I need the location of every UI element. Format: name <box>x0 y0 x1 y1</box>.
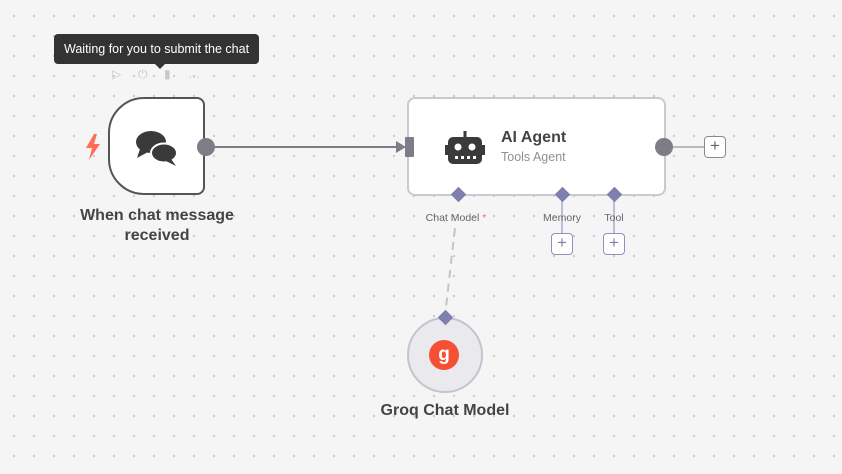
more-icon[interactable]: … <box>188 67 200 81</box>
memory-port-label: Memory <box>543 212 581 224</box>
agent-title: AI Agent <box>501 129 567 146</box>
tool-port-label: Tool <box>604 212 624 224</box>
status-tooltip: Waiting for you to submit the chat <box>54 34 260 64</box>
add-tool-button[interactable]: + <box>603 233 625 255</box>
groq-logo: g <box>429 340 459 370</box>
chat-model-port-text: Chat Model <box>425 212 480 224</box>
lightning-bolt-icon <box>86 134 100 160</box>
node-hover-toolbar: ▷ ⏻ ▮ … <box>108 66 208 82</box>
groq-chat-model-label: Groq Chat Model <box>380 402 510 419</box>
agent-output-handle[interactable] <box>655 138 673 156</box>
connection-groq-to-chat-model[interactable] <box>444 227 456 317</box>
chat-trigger-label-line1: When chat message <box>80 207 234 224</box>
connection-arrowhead <box>396 141 406 153</box>
agent-subtitle: Tools Agent <box>501 150 566 164</box>
trash-icon[interactable]: ▮ <box>164 67 171 81</box>
agent-input-handle[interactable] <box>405 137 414 157</box>
execute-node-icon[interactable]: ▷ <box>112 67 122 81</box>
chat-trigger-label: When chat message received <box>70 206 244 246</box>
tooltip-arrow <box>154 63 166 69</box>
power-icon[interactable]: ⏻ <box>138 67 148 81</box>
add-next-node-button[interactable]: + <box>704 136 726 158</box>
chat-model-port-label: Chat Model * <box>420 212 492 225</box>
trigger-output-handle[interactable] <box>197 138 215 156</box>
required-marker: * <box>482 212 487 224</box>
chat-bubbles-icon <box>136 131 178 166</box>
robot-icon <box>445 131 485 164</box>
chat-trigger-label-line2: received <box>124 227 190 244</box>
add-memory-button[interactable]: + <box>551 233 573 255</box>
